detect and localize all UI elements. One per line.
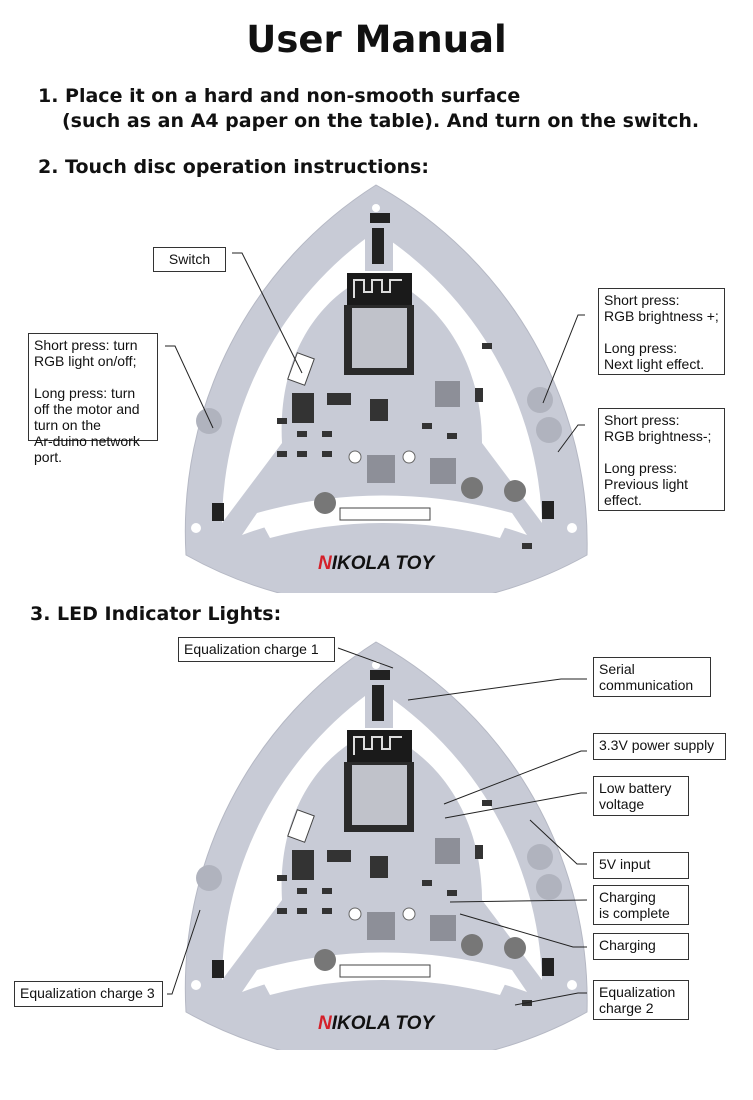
label-eq1: Equalization charge 1 <box>178 637 335 662</box>
label-eq2: Equalization charge 2 <box>593 980 689 1020</box>
step-2-heading: 2. Touch disc operation instructions: <box>38 156 429 178</box>
step-1-line-2: (such as an A4 paper on the table). And … <box>62 110 700 132</box>
brand-logo: NIKOLA TOY <box>318 553 435 574</box>
brand-logo-2: NIKOLA TOY <box>318 1013 435 1034</box>
label-3v3: 3.3V power supply <box>593 733 726 760</box>
label-serial: Serial communication <box>593 657 711 697</box>
label-right-bottom-touch: Short press: RGB brightness-; Long press… <box>598 408 725 511</box>
label-low-battery: Low battery voltage <box>593 776 689 816</box>
label-switch: Switch <box>153 247 226 272</box>
label-charge-complete: Charging is complete <box>593 885 689 925</box>
page-title: User Manual <box>246 18 507 61</box>
label-charging: Charging <box>593 933 689 960</box>
label-eq3: Equalization charge 3 <box>14 981 163 1007</box>
step-3-heading: 3. LED Indicator Lights: <box>30 603 282 625</box>
label-left-touch: Short press: turn RGB light on/off; Long… <box>28 333 158 465</box>
label-5v: 5V input <box>593 852 689 879</box>
label-right-top-touch: Short press: RGB brightness +; Long pres… <box>598 288 725 375</box>
step-1-line-1: 1. Place it on a hard and non-smooth sur… <box>38 85 521 107</box>
